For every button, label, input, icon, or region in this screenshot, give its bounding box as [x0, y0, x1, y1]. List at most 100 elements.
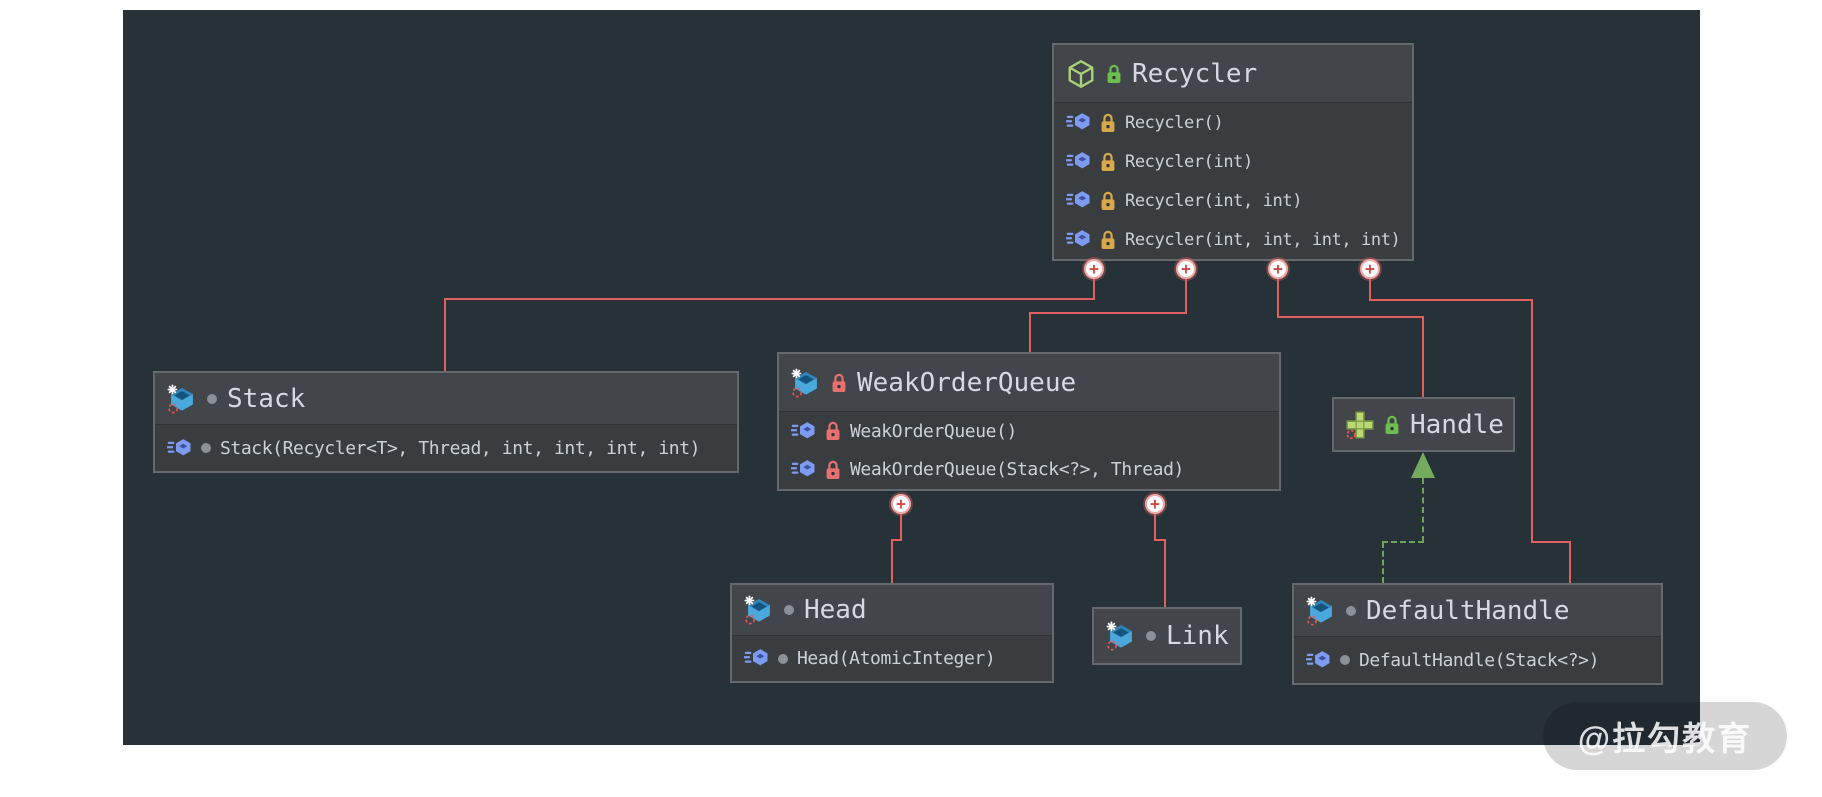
class-header-stack[interactable]: Stack — [155, 373, 737, 425]
watermark-text: @拉勾教育 — [1577, 720, 1753, 757]
realization-arrowhead-icon — [1411, 452, 1435, 478]
plus-glyph: + — [1365, 259, 1375, 278]
static-class-icon — [744, 595, 774, 625]
class-title: DefaultHandle — [1366, 595, 1570, 626]
package-private-icon — [1145, 630, 1157, 642]
edge-weakorderqueue-link — [1154, 514, 1156, 540]
visibility-lock-yellow-icon — [1099, 151, 1117, 173]
visibility-lock-yellow-icon — [1099, 190, 1117, 212]
expand-badge-icon[interactable]: + — [1360, 259, 1380, 279]
expand-badge-icon[interactable]: + — [1176, 259, 1196, 279]
method-label: Recycler(int, int) — [1125, 190, 1303, 211]
expand-badge-icon[interactable]: + — [891, 494, 911, 514]
class-title: Recycler — [1132, 58, 1258, 89]
method-label: Stack(Recycler<T>, Thread, int, int, int… — [220, 437, 701, 459]
edge-recycler-handle — [1422, 317, 1424, 397]
method-row-recycler-1[interactable]: Recycler(int) — [1054, 142, 1412, 181]
class-title: Link — [1166, 621, 1229, 651]
visibility-lock-green-icon — [1105, 63, 1123, 85]
class-title: Stack — [227, 383, 306, 414]
method-icon — [1066, 110, 1091, 135]
method-icon — [1306, 648, 1331, 673]
visibility-lock-yellow-icon — [1099, 229, 1117, 251]
class-header-head[interactable]: Head — [732, 585, 1052, 636]
edge-recycler-weakorderqueue — [1185, 279, 1187, 313]
plus-glyph: + — [1150, 494, 1160, 513]
static-class-icon — [1106, 621, 1136, 651]
expand-badge-icon[interactable]: + — [1145, 494, 1165, 514]
class-box-handle[interactable]: Handle — [1332, 397, 1515, 452]
class-title: WeakOrderQueue — [857, 367, 1077, 398]
static-class-icon — [1306, 595, 1336, 626]
edge-recycler-weakorderqueue — [1029, 312, 1187, 314]
class-title: Handle — [1410, 409, 1504, 440]
method-row-recycler-0[interactable]: Recycler() — [1054, 103, 1412, 142]
edge-defaulthandle-implements-handle — [1382, 542, 1384, 583]
visibility-lock-red-icon — [824, 459, 842, 481]
edge-defaulthandle-implements-handle — [1422, 478, 1424, 542]
static-class-icon — [791, 367, 821, 398]
watermark-badge: @拉勾教育 — [1543, 702, 1787, 770]
expand-badge-icon[interactable]: + — [1084, 259, 1104, 279]
method-label: WeakOrderQueue() — [850, 420, 1017, 442]
expand-badge-icon[interactable]: + — [1268, 259, 1288, 279]
plus-glyph: + — [1089, 259, 1099, 278]
class-header-weakorderqueue[interactable]: WeakOrderQueue — [779, 354, 1279, 412]
method-row-head-0[interactable]: Head(AtomicInteger) — [732, 636, 1052, 681]
edge-weakorderqueue-head — [891, 540, 893, 583]
method-label: Recycler(int, int, int, int) — [1125, 229, 1401, 250]
method-row-stack-0[interactable]: Stack(Recycler<T>, Thread, int, int, int… — [155, 425, 737, 471]
class-title: Head — [804, 595, 867, 625]
package-private-icon — [783, 604, 795, 616]
edge-recycler-defaulthandle — [1369, 279, 1371, 300]
method-icon — [1066, 149, 1091, 174]
method-label: Recycler(int) — [1125, 151, 1253, 172]
plus-glyph: + — [1181, 259, 1191, 278]
edge-weakorderqueue-head — [891, 539, 902, 541]
plus-glyph: + — [896, 494, 906, 513]
edge-recycler-stack — [444, 299, 446, 371]
package-private-icon — [777, 653, 789, 665]
method-icon — [744, 646, 769, 671]
edge-weakorderqueue-link — [1164, 540, 1166, 607]
method-row-defaulthandle-0[interactable]: DefaultHandle(Stack<?>) — [1294, 637, 1661, 683]
edge-recycler-weakorderqueue — [1029, 313, 1031, 352]
method-icon — [791, 419, 816, 444]
edge-weakorderqueue-head — [900, 514, 902, 540]
edge-recycler-defaulthandle — [1531, 300, 1533, 542]
static-class-icon — [167, 383, 197, 414]
visibility-lock-yellow-icon — [1099, 112, 1117, 134]
edge-recycler-stack — [1093, 279, 1095, 299]
class-header-link[interactable]: Link — [1094, 609, 1240, 663]
edge-recycler-handle — [1277, 316, 1424, 318]
edge-weakorderqueue-link — [1154, 539, 1166, 541]
package-private-icon — [206, 393, 218, 405]
visibility-lock-red-icon — [824, 420, 842, 442]
method-row-weakorderqueue-1[interactable]: WeakOrderQueue(Stack<?>, Thread) — [779, 451, 1279, 490]
package-private-icon — [200, 442, 212, 454]
method-label: DefaultHandle(Stack<?>) — [1359, 649, 1600, 671]
method-icon — [1066, 227, 1091, 252]
edge-defaulthandle-implements-handle — [1382, 541, 1424, 543]
method-label: Head(AtomicInteger) — [797, 648, 996, 669]
package-private-icon — [1339, 654, 1351, 666]
class-box-link[interactable]: Link — [1092, 607, 1242, 665]
method-icon — [1066, 188, 1091, 213]
method-row-weakorderqueue-0[interactable]: WeakOrderQueue() — [779, 412, 1279, 451]
method-icon — [791, 457, 816, 482]
method-label: Recycler() — [1125, 112, 1224, 133]
edge-recycler-defaulthandle — [1531, 541, 1571, 543]
method-row-recycler-3[interactable]: Recycler(int, int, int, int) — [1054, 220, 1412, 259]
edge-recycler-defaulthandle — [1369, 299, 1533, 301]
method-row-recycler-2[interactable]: Recycler(int, int) — [1054, 181, 1412, 220]
class-header-handle[interactable]: Handle — [1334, 399, 1513, 450]
plus-glyph: + — [1273, 259, 1283, 278]
class-header-defaulthandle[interactable]: DefaultHandle — [1294, 585, 1661, 637]
class-header-recycler[interactable]: Recycler — [1054, 45, 1412, 103]
